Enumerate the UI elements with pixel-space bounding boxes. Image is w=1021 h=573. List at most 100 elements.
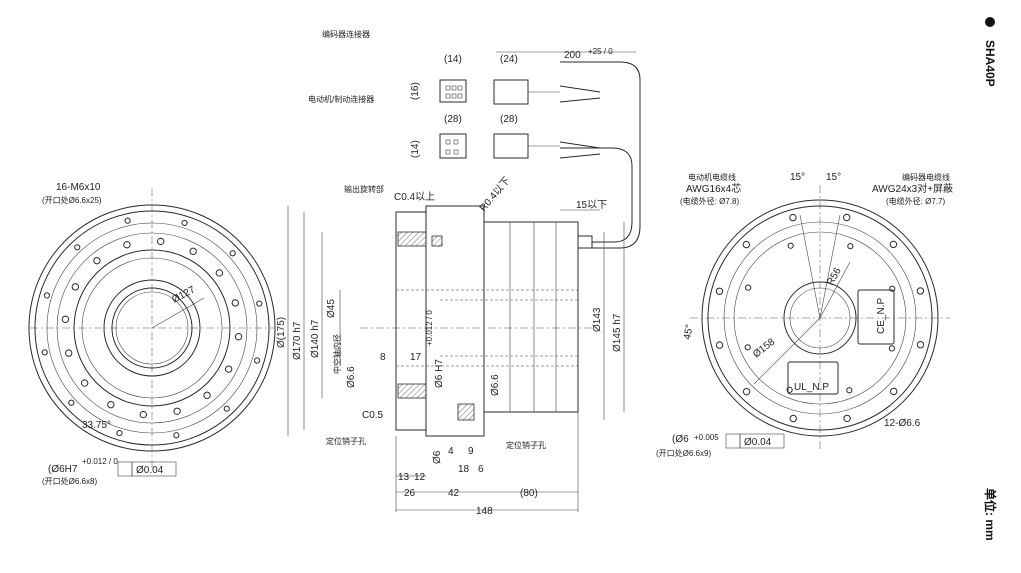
d45-label: Ø45 xyxy=(326,299,337,318)
bolt-hole xyxy=(786,386,793,393)
bolt-hole xyxy=(715,287,724,295)
bolt-hole xyxy=(744,344,751,351)
c05-label: C0.5 xyxy=(362,410,384,421)
motor-cable-spec: AWG16x4芯 xyxy=(686,182,741,195)
cable-length: 200 xyxy=(564,50,581,61)
bolt-hole xyxy=(253,357,261,364)
a45-label: 45° xyxy=(682,324,695,341)
bullet-icon xyxy=(985,17,995,27)
connector-pin xyxy=(451,85,457,91)
connector-pin xyxy=(451,93,457,99)
dim-14-top: (14) xyxy=(444,54,462,65)
bolt-hole xyxy=(847,243,854,250)
bolt-hole xyxy=(43,292,51,299)
dim-28b: (28) xyxy=(500,114,518,125)
encoder-cable-spec: AWG24x3对+屏蔽 xyxy=(872,182,953,195)
bolt-hole xyxy=(916,287,925,295)
connector-pin xyxy=(445,93,451,99)
dim-17: 17 xyxy=(410,352,422,363)
bolt-hole xyxy=(742,240,751,249)
d140-label: Ø140 h7 xyxy=(310,319,321,358)
cable-length-tol: +25 / 0 xyxy=(588,47,613,56)
dim-15: 15以下 xyxy=(576,200,607,211)
dim-42: 42 xyxy=(448,488,460,499)
chamfer-label: C0.4以上 xyxy=(394,191,435,203)
motor-connector-label: 电动机/制动连接器 xyxy=(308,94,374,104)
d170-label: Ø170 h7 xyxy=(292,321,303,360)
bolt-hole xyxy=(224,365,233,373)
angle-1: 15° xyxy=(790,172,805,183)
dim-9: 9 xyxy=(468,446,474,457)
pcd-label: Ø127 xyxy=(170,284,197,305)
bolt-hole xyxy=(787,242,794,249)
pin-hole-note: (开口处Ø6.6x8) xyxy=(42,476,97,486)
holes-label: 12-Ø6.6 xyxy=(884,418,921,429)
bolt-hole xyxy=(742,387,751,396)
dim-6: 6 xyxy=(478,464,484,475)
motor-cable-label: 电动机电缆线 xyxy=(688,172,736,182)
dim-14-side: (14) xyxy=(410,140,421,158)
bolt-hole xyxy=(156,237,165,246)
bolt-hole xyxy=(61,315,70,324)
d6-6b-label: Ø6.6 xyxy=(490,374,501,396)
bolt-hole xyxy=(843,414,851,423)
bolt-hole xyxy=(215,269,224,277)
d145-label: Ø145 h7 xyxy=(612,313,623,352)
bolt-hole xyxy=(93,256,101,265)
hollow-label: 中空轴内径 xyxy=(332,334,342,374)
dim-148: 148 xyxy=(476,506,493,517)
output-flange-label: 输出旋转部 xyxy=(344,184,384,194)
pin-hole-spec-right: (Ø6 xyxy=(672,434,689,445)
dim-8: 8 xyxy=(380,352,386,363)
connector-pin xyxy=(445,139,451,145)
bolt-hole xyxy=(916,341,925,349)
r56-label: R56 xyxy=(825,266,844,288)
connector-pin xyxy=(445,85,451,91)
pin-hole-label-2: 定位销子孔 xyxy=(506,440,546,450)
connector-pin xyxy=(445,149,451,155)
angle-label: 33.75° xyxy=(82,420,111,431)
bolt-hole xyxy=(789,213,797,222)
connector-pin xyxy=(457,93,463,99)
bolt-hole xyxy=(229,250,236,257)
bolt-hole xyxy=(173,432,180,439)
bolt-hole xyxy=(223,405,230,412)
dim-26: 26 xyxy=(404,488,416,499)
d175-label: Ø(175) xyxy=(276,317,287,348)
d6h7-tol: +0.012 / 0 xyxy=(425,310,434,346)
encoder-connector-label: 编码器连接器 xyxy=(322,29,370,39)
bolt-hole xyxy=(203,391,211,400)
d158-label: Ø158 xyxy=(751,336,777,360)
bolt-hole xyxy=(80,379,89,387)
encoder-cable-od: (电缆外径: Ø7.7) xyxy=(886,196,945,206)
bolt-hole xyxy=(231,299,239,307)
bolt-hole xyxy=(107,400,115,409)
bolt-hole xyxy=(116,429,123,437)
bolt-hole xyxy=(68,399,75,406)
bolt-hole xyxy=(139,410,148,419)
ce-label: CE_N.P xyxy=(876,298,887,334)
connector-pin xyxy=(457,85,463,91)
pin-hole-tol: +0.012 / 0 xyxy=(82,457,118,466)
bolt-hole xyxy=(41,349,48,356)
dim-16: (16) xyxy=(410,82,421,100)
connector-pin xyxy=(453,149,459,155)
d6-6a-label: Ø6.6 xyxy=(346,366,357,388)
side-section-view xyxy=(287,51,641,512)
dim-12: 12 xyxy=(414,472,426,483)
position-tol: Ø0.04 xyxy=(136,465,164,476)
bolt-hole xyxy=(888,345,895,352)
bolt-hole xyxy=(124,217,131,224)
unit-label: 单位: mm xyxy=(983,488,998,541)
pin-hole-tol-right: +0.005 xyxy=(694,433,719,442)
bolt-hole xyxy=(843,213,851,222)
thread-spec: 16-M6x10 xyxy=(56,182,101,193)
pin-hole-label: 定位销子孔 xyxy=(326,436,366,446)
radius-label: R0.4以下 xyxy=(478,175,513,214)
dim-28: (28) xyxy=(444,114,462,125)
bolt-hole xyxy=(846,387,853,394)
dim-80: (80) xyxy=(520,488,538,499)
connector-pin xyxy=(453,139,459,145)
position-tol-right: Ø0.04 xyxy=(744,437,772,448)
